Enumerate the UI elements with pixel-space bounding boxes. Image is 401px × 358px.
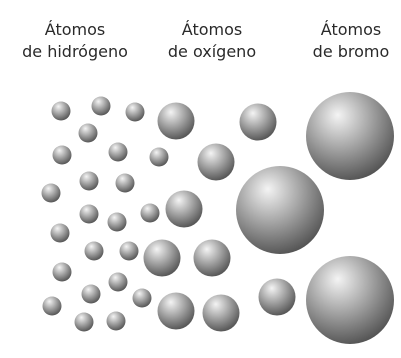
oxygen-label: Átomos de oxígeno bbox=[152, 19, 272, 63]
hydrogen-atom bbox=[115, 173, 135, 193]
hydrogen-atom bbox=[84, 241, 104, 261]
oxygen-atom bbox=[157, 292, 195, 330]
hydrogen-atom bbox=[140, 203, 160, 223]
hydrogen-atom bbox=[106, 311, 126, 331]
oxygen-atoms bbox=[143, 102, 296, 332]
hydrogen-atom bbox=[79, 204, 99, 224]
hydrogen-atom bbox=[52, 145, 72, 165]
hydrogen-atom bbox=[108, 142, 128, 162]
hydrogen-atom bbox=[108, 272, 128, 292]
hydrogen-label-line1: Átomos bbox=[44, 20, 106, 39]
bromine-label-line1: Átomos bbox=[320, 20, 382, 39]
oxygen-atom bbox=[165, 190, 203, 228]
hydrogen-atom bbox=[50, 223, 70, 243]
hydrogen-atom bbox=[91, 96, 111, 116]
oxygen-atom bbox=[143, 239, 181, 277]
bromine-atom bbox=[236, 166, 324, 254]
bromine-label-line2: de bromo bbox=[312, 42, 390, 61]
hydrogen-atom bbox=[119, 241, 139, 261]
hydrogen-label: Átomos de hidrógeno bbox=[10, 19, 140, 63]
oxygen-atom bbox=[202, 294, 240, 332]
hydrogen-atom bbox=[51, 101, 71, 121]
oxygen-atom bbox=[258, 278, 296, 316]
hydrogen-atom bbox=[107, 212, 127, 232]
hydrogen-atom bbox=[42, 296, 62, 316]
hydrogen-atom bbox=[41, 183, 61, 203]
oxygen-atom bbox=[239, 103, 277, 141]
hydrogen-atom bbox=[74, 312, 94, 332]
bromine-atoms bbox=[236, 92, 394, 344]
oxygen-atom bbox=[197, 143, 235, 181]
hydrogen-atom bbox=[52, 262, 72, 282]
bromine-label: Átomos de bromo bbox=[305, 19, 397, 63]
hydrogen-atom bbox=[125, 102, 145, 122]
bromine-atom bbox=[306, 256, 394, 344]
hydrogen-label-line2: de hidrógeno bbox=[22, 42, 128, 61]
hydrogen-atom bbox=[132, 288, 152, 308]
hydrogen-atom bbox=[149, 147, 169, 167]
hydrogen-atom bbox=[78, 123, 98, 143]
oxygen-atom bbox=[193, 239, 231, 277]
oxygen-label-line2: de oxígeno bbox=[167, 42, 257, 61]
bromine-atom bbox=[306, 92, 394, 180]
oxygen-label-line1: Átomos bbox=[181, 20, 243, 39]
oxygen-atom bbox=[157, 102, 195, 140]
hydrogen-atom bbox=[79, 171, 99, 191]
hydrogen-atom bbox=[81, 284, 101, 304]
hydrogen-atoms bbox=[41, 96, 169, 332]
